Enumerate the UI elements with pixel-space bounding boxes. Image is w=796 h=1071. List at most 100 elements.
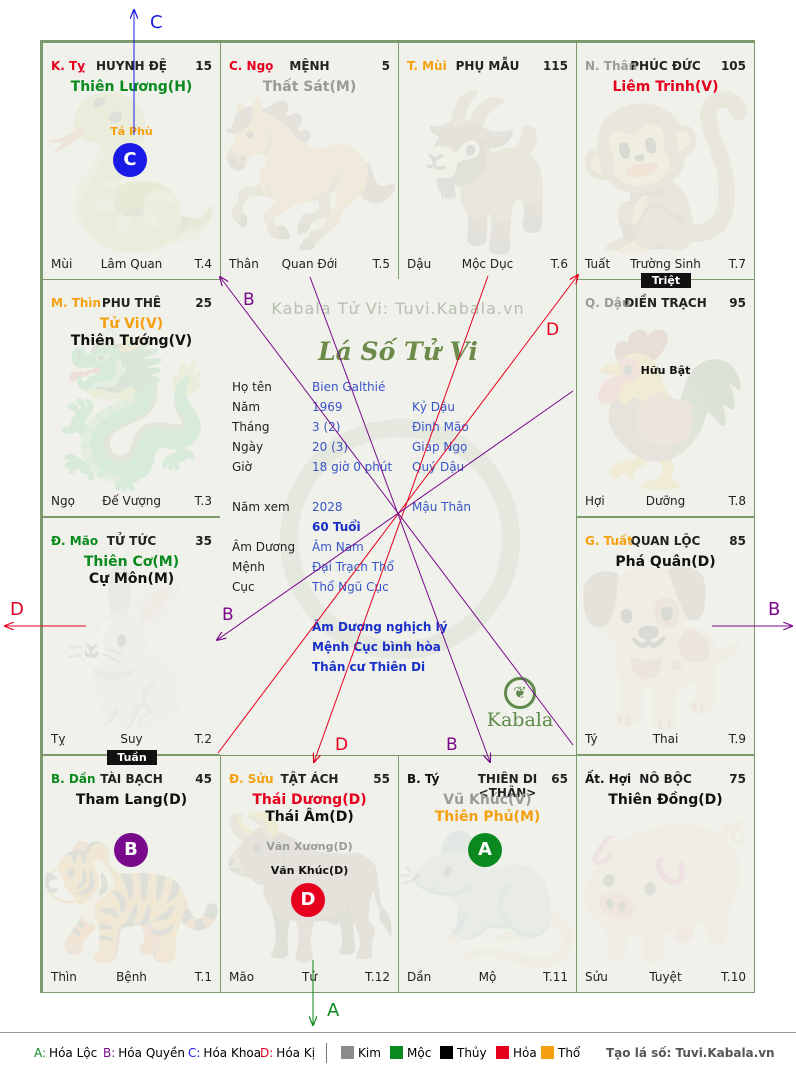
info-value-canchi: Mậu Thân [412,500,472,514]
circle-d: D [291,883,325,917]
info-value-canchi: Đinh Mão [412,420,469,434]
footer-month: T.5 [372,257,390,271]
triet-badge: Triệt [641,273,691,288]
circle-b: B [114,833,148,867]
zodiac-animal-icon: 🐕 [576,560,755,735]
footer-branch: Tý [585,732,598,746]
palace-name: THIÊN DI <THÂN> [477,772,538,800]
footer-branch: Thìn [51,970,77,984]
line-label-b1: B [243,290,255,310]
info-value: Thổ Ngũ Cục [312,580,389,594]
info-label: Năm [232,400,261,414]
footer-month: T.1 [194,970,212,984]
footer-month: T.8 [728,494,746,508]
line-label-b3: B [446,735,458,755]
footer-stage: Tuyệt [649,970,682,984]
element-swatch-icon [390,1046,403,1059]
legend-element-item: Thủy [440,1045,487,1061]
footer-stage: Đế Vượng [102,494,161,508]
major-star: Thất Sát(M) [262,79,357,95]
zodiac-animal-icon: 🐇 [42,560,221,735]
palace-number: 15 [195,59,212,73]
palace-name: HUYNH ĐỆ [96,59,167,73]
legend-element-name: Thủy [457,1046,487,1060]
element-swatch-icon [496,1046,509,1059]
info-value: 60 Tuổi [312,520,361,534]
zodiac-animal-icon: 🐐 [398,85,577,260]
palace-number: 115 [542,59,568,73]
info-value: Âm Nam [312,540,364,554]
legend-hoa-key: D: [260,1046,274,1060]
palace-name: QUAN LỘC [630,534,701,548]
zodiac-animal-icon: 🐓 [576,322,755,497]
major-star: Liêm Trinh(V) [612,79,719,95]
arrow-label-right: B [768,599,780,620]
arrow-label-top: C [150,12,163,33]
info-label: Cục [232,580,255,594]
site-link[interactable]: Tạo lá số: Tuvi.Kabala.vn [606,1046,775,1060]
major-star: Tử Vi(V) [99,316,164,332]
info-label: Mệnh [232,560,265,574]
arrow-label-left: D [10,599,24,620]
palace-can-chi: Đ. Sửu [229,772,274,786]
palace-can-chi: M. Thìn [51,296,102,310]
legend-hoa-item: C:Hóa Khoa [188,1045,261,1061]
legend-hoa-text: Hóa Khoa [203,1046,262,1060]
footer-month: T.4 [194,257,212,271]
footer-month: T.10 [721,970,746,984]
zodiac-animal-icon: 🐒 [576,85,755,260]
tuan-badge: Tuần [107,750,157,765]
palace-number: 5 [381,59,390,73]
sanhop-lines-overlay: C A D B B B B D D [0,0,796,1032]
footer-branch: Dần [407,970,432,984]
legend-hoa-text: Hóa Quyền [118,1046,185,1060]
legend-element-item: Thổ [541,1045,580,1061]
footer-stage: Bệnh [116,970,147,984]
palace-number: 105 [720,59,746,73]
major-star: Thiên Lương(H) [70,79,193,95]
legend-hoa-key: A: [34,1046,47,1060]
legend-hoa-item: A:Hóa Lộc [34,1045,97,1061]
palace-can-chi: B. Dần [51,772,96,786]
script-title: Lá Số Tử Vi [318,337,478,366]
palace-number: 95 [729,296,746,310]
palace-can-chi: T. Mùi [407,59,447,73]
palace-number: 25 [195,296,212,310]
info-value: 1969 [312,400,343,414]
center-note: Mệnh Cục bình hòa [312,640,441,654]
major-star: Thái Âm(D) [265,809,354,825]
info-label: Tháng [232,420,270,434]
info-value: 2028 [312,500,343,514]
zodiac-animal-icon: 🐖 [576,798,755,973]
footer-branch: Hợi [585,494,605,508]
major-star: Phá Quân(D) [615,554,716,570]
kabala-logo: ❦ Kabala [485,677,555,737]
palace-number: 35 [195,534,212,548]
palace-can-chi: N. Thân [585,59,638,73]
palace-name: PHỤ MẪU [455,59,520,73]
legend-element-name: Mộc [407,1046,432,1060]
info-label: Ngày [232,440,264,454]
footer-branch: Mão [229,970,255,984]
footer-stage: Thai [652,732,679,746]
